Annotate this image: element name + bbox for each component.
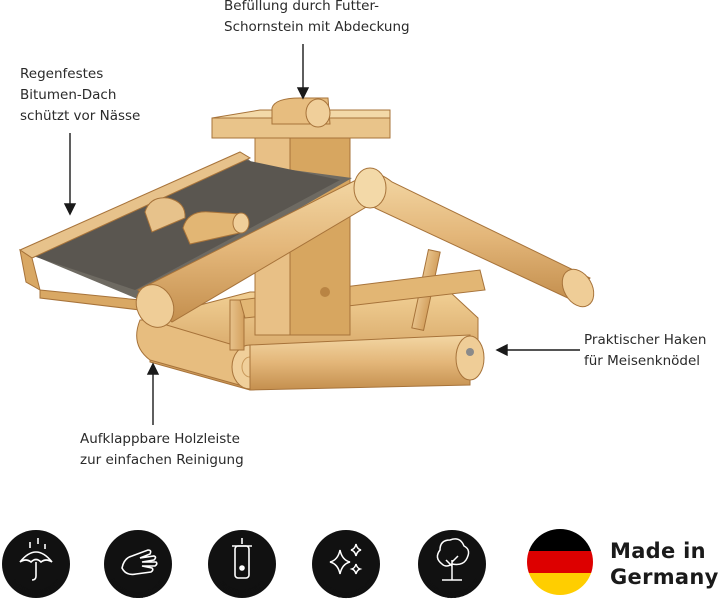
germany-line: Germany xyxy=(610,565,719,589)
badge-futtersilo: FUTTERSILO xyxy=(206,520,286,606)
callout-line: Schornstein mit Abdeckung xyxy=(224,19,410,35)
callout-line: Aufklappbare Holzleiste xyxy=(80,431,240,447)
badge-pflegeleicht: PFLEGELEICHT xyxy=(310,520,390,606)
badge-aus-echtholz: AUS ECHTHOLZ xyxy=(416,520,496,606)
callout-line: Praktischer Haken xyxy=(584,332,707,348)
callout-line: Befüllung durch Futter- xyxy=(224,0,380,14)
sparkle-icon xyxy=(329,543,363,575)
callout-line: Bitumen-Dach xyxy=(20,87,117,103)
callout-line: schützt vor Nässe xyxy=(20,108,141,124)
callout-line: zur einfachen Reinigung xyxy=(80,452,244,468)
germany-flag-icon xyxy=(527,529,593,595)
callout-line: für Meisenknödel xyxy=(584,353,701,369)
bird-feeder-illustration xyxy=(18,97,595,391)
umbrella-rain-icon xyxy=(19,538,53,581)
callout-bitumen-roof: Regenfestes Bitumen-Dach schützt vor Näs… xyxy=(20,64,140,127)
badge-wetterfest: WETTERFEST xyxy=(0,520,80,606)
hand-icon xyxy=(121,549,158,576)
made-in-germany-label: Made in Germany xyxy=(610,538,719,590)
tree-icon xyxy=(436,538,470,581)
made-in-line: Made in xyxy=(610,539,706,563)
callout-filling-chimney: Befüllung durch Futter- Schornstein mit … xyxy=(224,0,410,38)
badge-handgemacht: HANDGEMACHT xyxy=(102,520,182,606)
feeder-silo-icon xyxy=(232,538,252,579)
callout-hook: Praktischer Haken für Meisenknödel xyxy=(584,330,706,372)
callout-folding-bar: Aufklappbare Holzleiste zur einfachen Re… xyxy=(80,429,244,471)
callout-line: Regenfestes xyxy=(20,66,104,82)
